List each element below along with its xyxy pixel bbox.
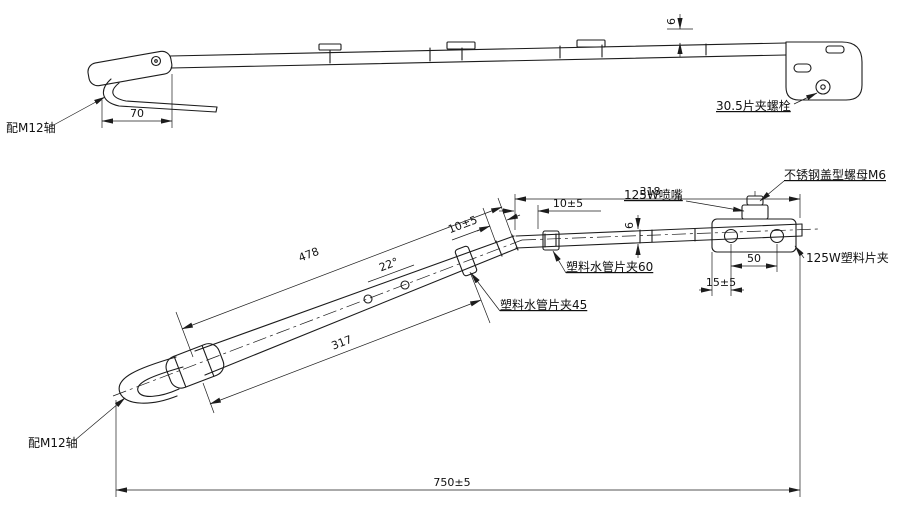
dim-750-text: 750±5 xyxy=(433,476,470,489)
pivot-hole xyxy=(150,55,162,67)
hook-plan xyxy=(118,356,184,404)
dim-317: 317 xyxy=(202,271,491,414)
dim-750: 750±5 xyxy=(115,256,801,497)
clip-hole-right xyxy=(769,228,785,244)
arm-body-plan xyxy=(194,234,519,376)
label-m12-shaft-top: 配M12轴 xyxy=(6,120,56,135)
callout-plastic-clip: 125W塑料片夹 xyxy=(794,245,889,265)
callout-m12-shaft-bottom: 配M12轴 xyxy=(28,397,126,450)
centerline-arm xyxy=(112,239,523,397)
label-plastic-clip: 125W塑料片夹 xyxy=(806,250,889,265)
dim-478-text: 478 xyxy=(297,245,321,265)
dim-317-text: 317 xyxy=(330,333,354,353)
plan-view: 318 10±5 10±5 22° 478 xyxy=(28,168,889,497)
arm-body-side xyxy=(169,39,787,69)
dim-10-seg-text: 10±5 xyxy=(553,197,583,210)
dim-318: 318 xyxy=(514,185,801,230)
extension-plan xyxy=(515,223,803,251)
dim-angle: 22° xyxy=(367,255,415,283)
label-pipe-clip-60: 塑料水管片夹60 xyxy=(566,259,653,274)
callout-nozzle: 125W喷嘴 xyxy=(624,188,745,212)
label-m12-shaft-bottom: 配M12轴 xyxy=(28,435,78,450)
clip-side-1 xyxy=(318,43,342,51)
dim-50: 50 xyxy=(730,244,778,272)
slot-hole xyxy=(793,63,812,73)
hook-side xyxy=(102,78,218,113)
dim-70: 70 xyxy=(101,74,173,128)
callout-cap-nut: 不锈钢盖型螺母M6 xyxy=(759,168,886,202)
dim-70-text: 70 xyxy=(130,107,144,120)
callout-pipe-clip-45: 塑料水管片夹45 xyxy=(470,272,587,312)
dim-10-joint-text: 10±5 xyxy=(446,213,479,236)
dim-318-text: 318 xyxy=(640,185,661,198)
nozzle-assembly xyxy=(741,191,769,220)
bolt-hole xyxy=(815,79,831,95)
end-bracket-side xyxy=(785,41,863,101)
dim-10-seg: 10±5 xyxy=(499,197,601,229)
dim-15-text: 15±5 xyxy=(706,276,736,289)
dim-thickness-side-text: 6 xyxy=(665,18,678,25)
clip-side-3 xyxy=(576,39,606,48)
clip-side-2 xyxy=(446,41,476,50)
dim-thickness-plan-text: 6 xyxy=(623,222,636,229)
rivet-hole-1 xyxy=(363,294,373,304)
callout-m12-shaft-top: 配M12轴 xyxy=(6,96,106,135)
side-view: 70 6 配M12轴 30.5片夹螺栓 xyxy=(6,14,863,135)
label-nozzle: 125W喷嘴 xyxy=(624,188,683,202)
callout-clamp-bolt: 30.5片夹螺栓 xyxy=(716,92,818,113)
nozzle-body xyxy=(741,204,769,220)
pipe-clip-60 xyxy=(542,230,560,251)
label-clamp-bolt: 30.5片夹螺栓 xyxy=(716,98,791,113)
dim-thickness-side: 6 xyxy=(665,14,693,57)
dim-10-joint: 10±5 xyxy=(446,197,521,244)
dim-thickness-plan: 6 xyxy=(623,215,641,258)
arm-head-plan xyxy=(165,343,225,389)
dim-15: 15±5 xyxy=(699,252,744,296)
label-pipe-clip-45: 塑料水管片夹45 xyxy=(500,297,587,312)
dim-50-text: 50 xyxy=(747,252,761,265)
arm-head-side xyxy=(87,50,173,87)
callout-pipe-clip-60: 塑料水管片夹60 xyxy=(552,250,653,274)
plastic-clip-bracket xyxy=(711,218,797,253)
clip-hole-left xyxy=(723,228,739,244)
label-cap-nut: 不锈钢盖型螺母M6 xyxy=(784,168,886,182)
